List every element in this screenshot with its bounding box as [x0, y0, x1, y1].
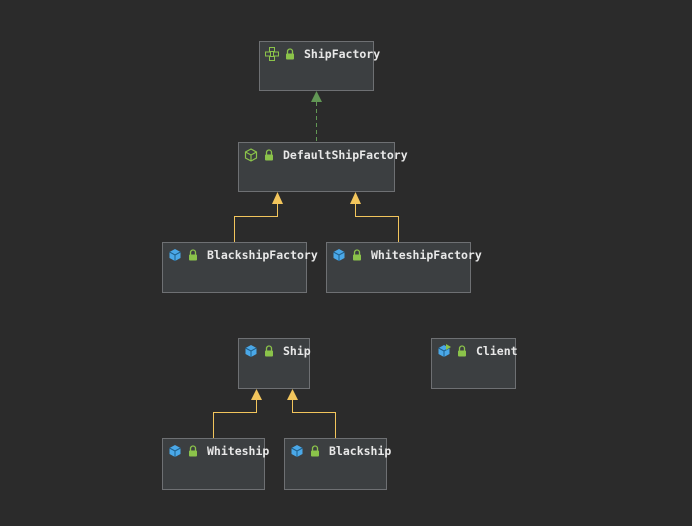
class-icon	[245, 345, 257, 357]
node-client[interactable]: Client	[431, 338, 518, 389]
class-icon	[333, 249, 345, 261]
arrowhead-extends-from-whiteship	[251, 389, 262, 400]
arrowhead-extends-from-whiteshipfactory	[350, 192, 361, 204]
lock-icon	[265, 345, 273, 357]
node-shipfactory[interactable]: ShipFactory	[259, 41, 380, 91]
lock-icon	[189, 249, 197, 261]
lock-icon	[353, 249, 361, 261]
node-defaultshipfactory[interactable]: DefaultShipFactory	[238, 142, 408, 192]
lock-icon	[265, 149, 273, 161]
node-label: Blackship	[329, 444, 392, 458]
edge-blackship-extends-ship	[292, 400, 336, 438]
node-blackshipfactory[interactable]: BlackshipFactory	[162, 242, 318, 293]
lock-icon	[458, 345, 466, 357]
arrowhead-implements-shipfactory	[311, 91, 322, 102]
node-label: Ship	[283, 344, 311, 358]
node-label: DefaultShipFactory	[283, 148, 408, 162]
node-label: Client	[476, 344, 518, 358]
node-whiteship[interactable]: Whiteship	[162, 438, 269, 490]
edge-whiteshipfactory-extends-defaultshipfactory	[355, 204, 399, 242]
arrowhead-extends-from-blackship	[287, 389, 298, 400]
node-ship[interactable]: Ship	[238, 338, 311, 389]
arrowhead-extends-from-blackshipfactory	[272, 192, 283, 204]
edge-blackshipfactory-extends-defaultshipfactory	[234, 204, 278, 242]
class-icon	[169, 249, 181, 261]
edge-whiteship-extends-ship	[213, 400, 257, 438]
interface-icon	[265, 47, 279, 61]
node-whiteshipfactory[interactable]: WhiteshipFactory	[326, 242, 482, 293]
node-label: BlackshipFactory	[207, 248, 318, 262]
abstract-class-icon	[244, 148, 258, 162]
lock-icon	[311, 445, 319, 457]
lock-icon	[189, 445, 197, 457]
runnable-class-icon	[438, 344, 451, 357]
lock-icon	[286, 48, 294, 60]
class-icon	[169, 445, 181, 457]
node-label: Whiteship	[207, 444, 270, 458]
class-icon	[291, 445, 303, 457]
node-label: ShipFactory	[304, 47, 381, 61]
node-blackship[interactable]: Blackship	[284, 438, 391, 490]
node-label: WhiteshipFactory	[371, 248, 482, 262]
